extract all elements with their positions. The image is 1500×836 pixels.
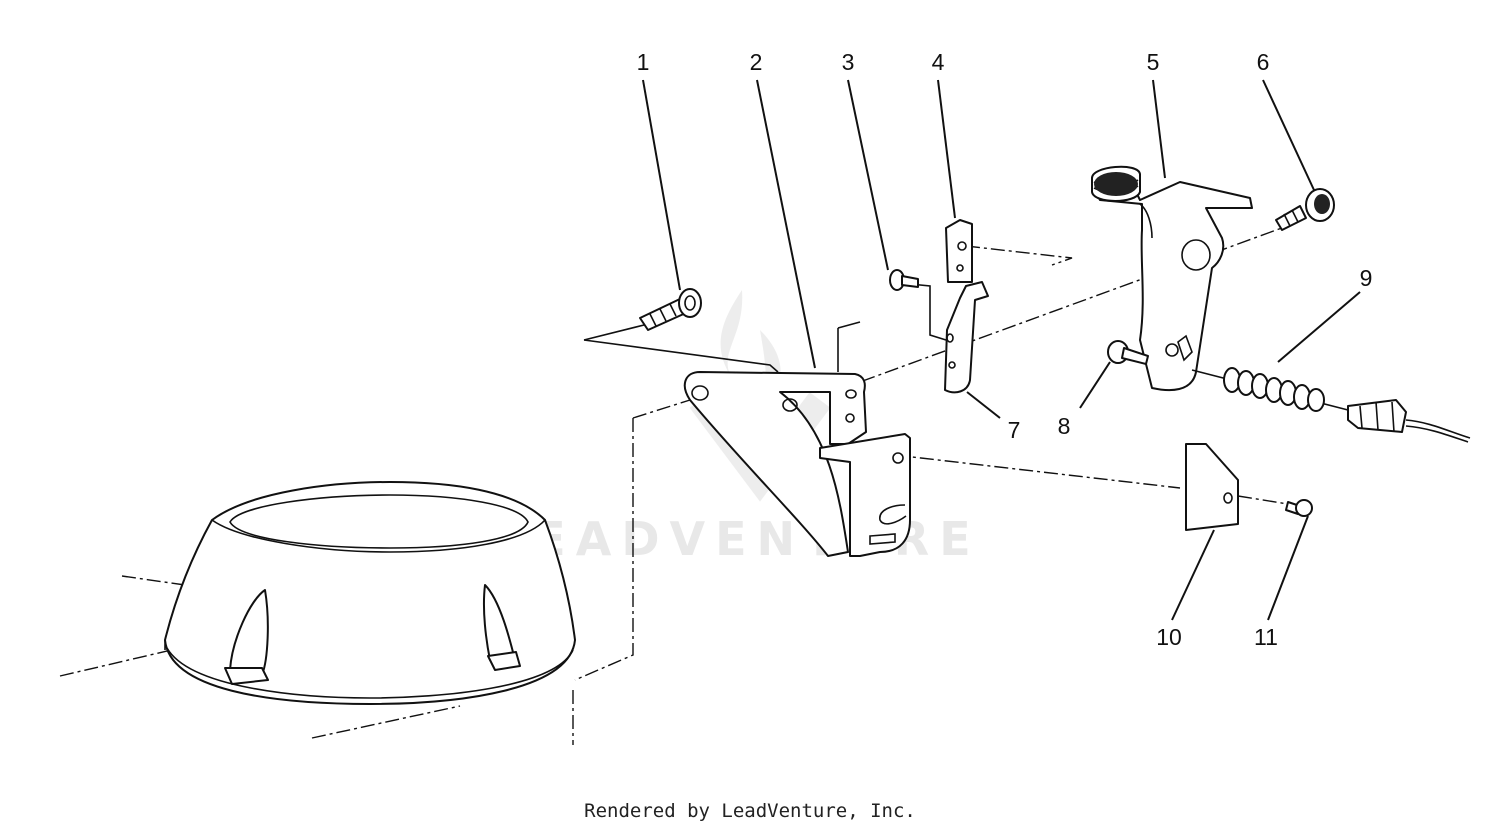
part-5-control-lever [1091, 165, 1253, 391]
callout-10: 10 [1156, 624, 1182, 650]
callout-6: 6 [1257, 49, 1270, 75]
footer-credit: Rendered by LeadVenture, Inc. [584, 800, 916, 822]
part-7-lever [944, 281, 989, 394]
callout-3: 3 [842, 49, 855, 75]
part-9-cable [1191, 367, 1471, 443]
callout-7: 7 [1008, 417, 1021, 443]
callout-8: 8 [1058, 413, 1071, 439]
callout-4: 4 [932, 49, 945, 75]
part-8-knob [1107, 340, 1149, 365]
callout-1: 1 [637, 49, 650, 75]
part-1-bolt [639, 288, 702, 331]
engine-housing [164, 481, 576, 705]
part-10-plate [1185, 443, 1239, 531]
part-3-bolt [889, 269, 919, 291]
part-6-bolt [1275, 188, 1335, 231]
leader-lines [642, 79, 1361, 621]
part-4-bracket [945, 219, 973, 283]
centerlines [59, 224, 1291, 745]
callout-labels: 1 2 3 4 5 6 7 8 9 10 11 [637, 49, 1373, 650]
callout-11: 11 [1254, 624, 1278, 650]
callout-2: 2 [750, 49, 763, 75]
part-2-bracket [683, 371, 911, 557]
part-11-screw [1285, 499, 1313, 517]
callout-5: 5 [1147, 49, 1160, 75]
callout-9: 9 [1360, 265, 1373, 291]
cable-spring [1223, 367, 1325, 412]
